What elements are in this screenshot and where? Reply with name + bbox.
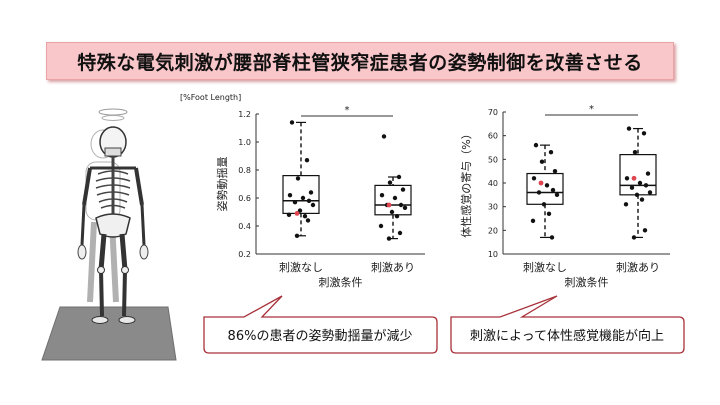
y-tick-label: 0.8 [238,166,251,175]
data-point [624,176,630,181]
data-point [392,195,398,201]
data-point [541,202,547,207]
x-tick-label: 刺激あり [616,260,660,274]
data-point [632,150,638,155]
box [526,172,564,205]
data-point [629,185,635,190]
x-axis-label: 刺激条件 [319,275,363,289]
x-axis-label: 刺激条件 [565,275,609,289]
y-axis-label: 姿勢動揺量 [215,157,229,212]
data-point [387,180,393,185]
highlight-point [386,202,392,208]
data-point [626,126,632,131]
data-point [642,228,648,233]
data-point [378,223,384,229]
chart-postural-sway: 0.2 0.4 0.6 0.8 1.0 1.2 [%Foot Length] 姿勢動揺量刺激な… [180,93,425,289]
data-point [295,176,301,181]
callout-left-text: 86%の患者の姿勢動揺量が減少 [228,328,413,344]
data-point [308,190,314,195]
data-point [637,180,643,186]
y-tick-label: 0.4 [238,222,251,231]
data-point [297,208,303,213]
data-point [544,183,550,188]
data-point [645,171,651,176]
data-point [623,202,629,207]
box [619,154,657,196]
data-point [554,192,560,198]
y-tick-label: 10 [488,250,498,259]
data-point [533,142,539,148]
data-point [302,214,308,219]
x-tick-label: 刺激なし [523,260,567,274]
title-text: 特殊な電気刺激が腰部脊柱管狭窄症患者の姿勢制御を改善させる [77,51,643,74]
data-point [306,198,312,203]
data-point [386,236,392,241]
data-point [539,159,545,164]
unit-label: [%Foot Length] [180,93,241,102]
data-point [394,214,400,219]
data-point [400,187,406,192]
data-point [310,202,316,208]
data-point [379,193,385,198]
y-tick-label: 30 [488,203,498,212]
force-platform [42,307,176,360]
x-tick-label: 刺激なし [279,260,323,274]
data-point [552,168,558,174]
data-point [289,120,295,125]
significance-marker: * [345,105,350,116]
y-tick-label: 50 [488,155,498,164]
data-point [546,211,552,216]
y-tick-label: 20 [488,226,498,235]
highlight-point [294,211,300,216]
callout-right-text: 刺激によって体性感覚機能が向上 [470,328,664,344]
data-point [402,205,408,210]
title-banner: 特殊な電気刺激が腰部脊柱管狭窄症患者の姿勢制御を改善させる [46,42,674,80]
skeleton-illustration [41,108,177,361]
data-point [549,235,555,240]
data-point [639,197,645,202]
highlight-point [631,175,637,181]
data-point [647,190,653,195]
data-point [292,200,298,205]
data-point [643,183,649,188]
y-tick-label: 0.6 [238,194,251,203]
data-point [550,187,556,193]
data-point [304,158,310,163]
data-point [287,193,293,198]
y-tick-label: 40 [488,179,498,188]
highlight-point [538,180,544,186]
y-tick-label: 1.2 [238,110,251,119]
data-point [286,212,292,217]
data-point [634,192,640,198]
y-tick-label: 1.0 [238,138,251,147]
data-point [398,202,404,208]
data-point [631,235,637,240]
data-point [396,174,402,180]
data-point [548,150,554,155]
sway-indicator [98,108,128,116]
callout-right: 刺激によって体性感覚機能が向上 [450,295,685,354]
significance-marker: * [589,104,594,115]
data-point [641,131,647,136]
y-tick-label: 0.2 [238,250,251,259]
data-point [305,218,311,223]
data-point [300,195,306,201]
y-axis-label: 体性感覚の寄与（%） [459,128,473,237]
x-tick-label: 刺激あり [371,260,415,274]
y-tick-label: 60 [488,132,498,141]
data-point [531,176,537,181]
data-point [389,209,395,215]
data-point [381,134,387,139]
y-tick-label: 70 [488,108,498,117]
data-point [397,230,403,236]
callout-left: 86%の患者の姿勢動揺量が減少 [203,295,438,354]
data-point [536,190,542,195]
data-point [530,218,536,224]
data-point [294,233,300,238]
